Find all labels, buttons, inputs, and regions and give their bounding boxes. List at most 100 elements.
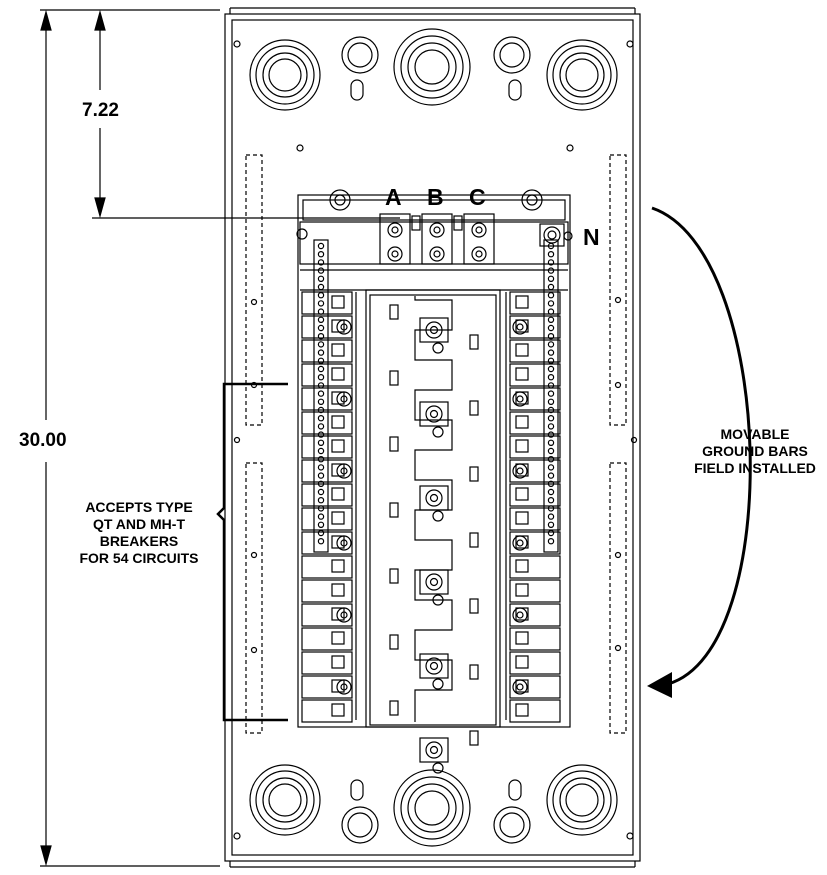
- bus-bar-tab: [469, 334, 479, 350]
- bus-bar-tab: [469, 400, 479, 416]
- bus-bar-tab: [389, 304, 399, 320]
- breaker-stab-clip: [331, 439, 345, 453]
- breaker-stab-clip: [515, 655, 529, 669]
- bus-bar-bolt: [425, 573, 443, 591]
- bus-bar-bolt: [432, 510, 444, 522]
- breaker-stab-clip: [331, 703, 345, 717]
- breaker-stab-bolt: [512, 463, 528, 479]
- bus-bar-block: [419, 485, 449, 511]
- neutral-bar-screw: [317, 324, 325, 332]
- breaker-stab: [301, 675, 353, 699]
- breaker-stab-bolt: [516, 467, 524, 475]
- breaker-stabs-right: [505, 291, 561, 723]
- neutral-bar-screw: [547, 283, 555, 291]
- bus-bar-bolt: [429, 745, 439, 755]
- breaker-stab-bolt: [340, 683, 348, 691]
- neutral-bar-body: [313, 239, 329, 553]
- neutral-bar-screw: [547, 398, 555, 405]
- breaker-stab: [301, 483, 353, 507]
- breaker-stab-clip: [331, 487, 345, 501]
- neutral-bar-screw: [317, 529, 325, 537]
- neutral-bar-screw: [317, 439, 325, 446]
- breaker-stab: [301, 315, 353, 339]
- breaker-stab-clip: [515, 367, 529, 381]
- neutral-bar-screw: [317, 275, 325, 282]
- bus-bar-tab: [389, 436, 399, 452]
- breaker-note-line: QT AND MH-T: [92, 516, 186, 532]
- breaker-stabs-left: [301, 291, 357, 723]
- neutral-bar-screw: [317, 415, 325, 422]
- overall-height-dimension: [40, 9, 220, 867]
- breaker-stab: [301, 579, 353, 603]
- breaker-stab-bolt: [512, 319, 528, 335]
- breaker-stab-bolt: [516, 683, 524, 691]
- neutral-bar-screw: [317, 464, 325, 471]
- breaker-stab: [509, 675, 561, 699]
- dimension-overall-height: 30.00: [19, 430, 67, 451]
- breaker-stab: [301, 387, 353, 411]
- neutral-bar-screw: [547, 423, 555, 430]
- breaker-stab: [301, 411, 353, 435]
- neutral-bar-screw: [317, 283, 325, 291]
- bus-bar-tab: [469, 730, 479, 746]
- bus-bar-tab: [389, 502, 399, 518]
- bus-bar-block: [419, 569, 449, 595]
- neutral-bar-screw: [317, 456, 325, 463]
- neutral-bar-screw: [317, 374, 325, 381]
- breaker-stab: [509, 387, 561, 411]
- bus-bar-bolt: [425, 657, 443, 675]
- neutral-bar-screw: [547, 415, 555, 422]
- ground-bar-note: MOVABLE GROUND BARS FIELD INSTALLED: [690, 426, 820, 477]
- neutral-bar-screw: [317, 447, 325, 455]
- neutral-bar-screw: [317, 333, 325, 340]
- neutral-bar-screw: [547, 333, 555, 340]
- breaker-stab-clip: [515, 343, 529, 357]
- breaker-stab-bolt: [336, 607, 352, 623]
- breaker-stab-clip: [331, 631, 345, 645]
- mounting-holes: [250, 296, 622, 654]
- bus-bar-tab: [469, 664, 479, 680]
- phase-label-a: A: [385, 184, 402, 210]
- breaker-stab-clip: [331, 367, 345, 381]
- neutral-bar-screw: [547, 538, 555, 545]
- breaker-stab: [301, 459, 353, 483]
- breaker-bracket: [216, 382, 288, 722]
- phase-label-b: B: [427, 184, 444, 210]
- neutral-bar-screw: [547, 275, 555, 282]
- neutral-bar-screw: [317, 242, 325, 250]
- breaker-stab: [301, 627, 353, 651]
- breaker-stab-clip: [331, 319, 345, 333]
- breaker-stab: [301, 507, 353, 531]
- breaker-stab: [509, 507, 561, 531]
- neutral-bar-right: [543, 239, 559, 553]
- ground-bar-slots: [245, 154, 627, 734]
- breaker-stab: [509, 483, 561, 507]
- bus-bar-bolt: [425, 741, 443, 759]
- phase-label-c: C: [469, 184, 486, 210]
- bus-bar-tab: [469, 466, 479, 482]
- breaker-stab: [509, 699, 561, 723]
- neutral-bar-screw: [547, 267, 555, 274]
- bus-bar-profile: [414, 296, 453, 722]
- breaker-stab-clip: [331, 391, 345, 405]
- bus-bar-center: [389, 296, 479, 774]
- breaker-stab-bolt: [340, 395, 348, 403]
- bus-bar-tab: [389, 370, 399, 386]
- bus-bar-bolt: [429, 325, 439, 335]
- neutral-bar-screw: [317, 250, 325, 258]
- neutral-bar-screw: [547, 513, 555, 520]
- breaker-stab-clip: [331, 559, 345, 573]
- breaker-stab: [509, 555, 561, 579]
- neutral-bar-screw: [317, 390, 325, 397]
- breaker-stab-bolt: [336, 319, 352, 335]
- breaker-stab: [509, 363, 561, 387]
- breaker-stab: [509, 651, 561, 675]
- breaker-note-line: ACCEPTS TYPE: [85, 499, 193, 515]
- neutral-bar-screw: [547, 447, 555, 455]
- breaker-stab-bolt: [340, 611, 348, 619]
- breaker-stab-clip: [515, 703, 529, 717]
- neutral-bar-screw: [317, 316, 325, 323]
- neutral-bar-screw: [547, 439, 555, 446]
- neutral-bar-screw: [317, 382, 325, 389]
- neutral-bar-screw: [547, 374, 555, 381]
